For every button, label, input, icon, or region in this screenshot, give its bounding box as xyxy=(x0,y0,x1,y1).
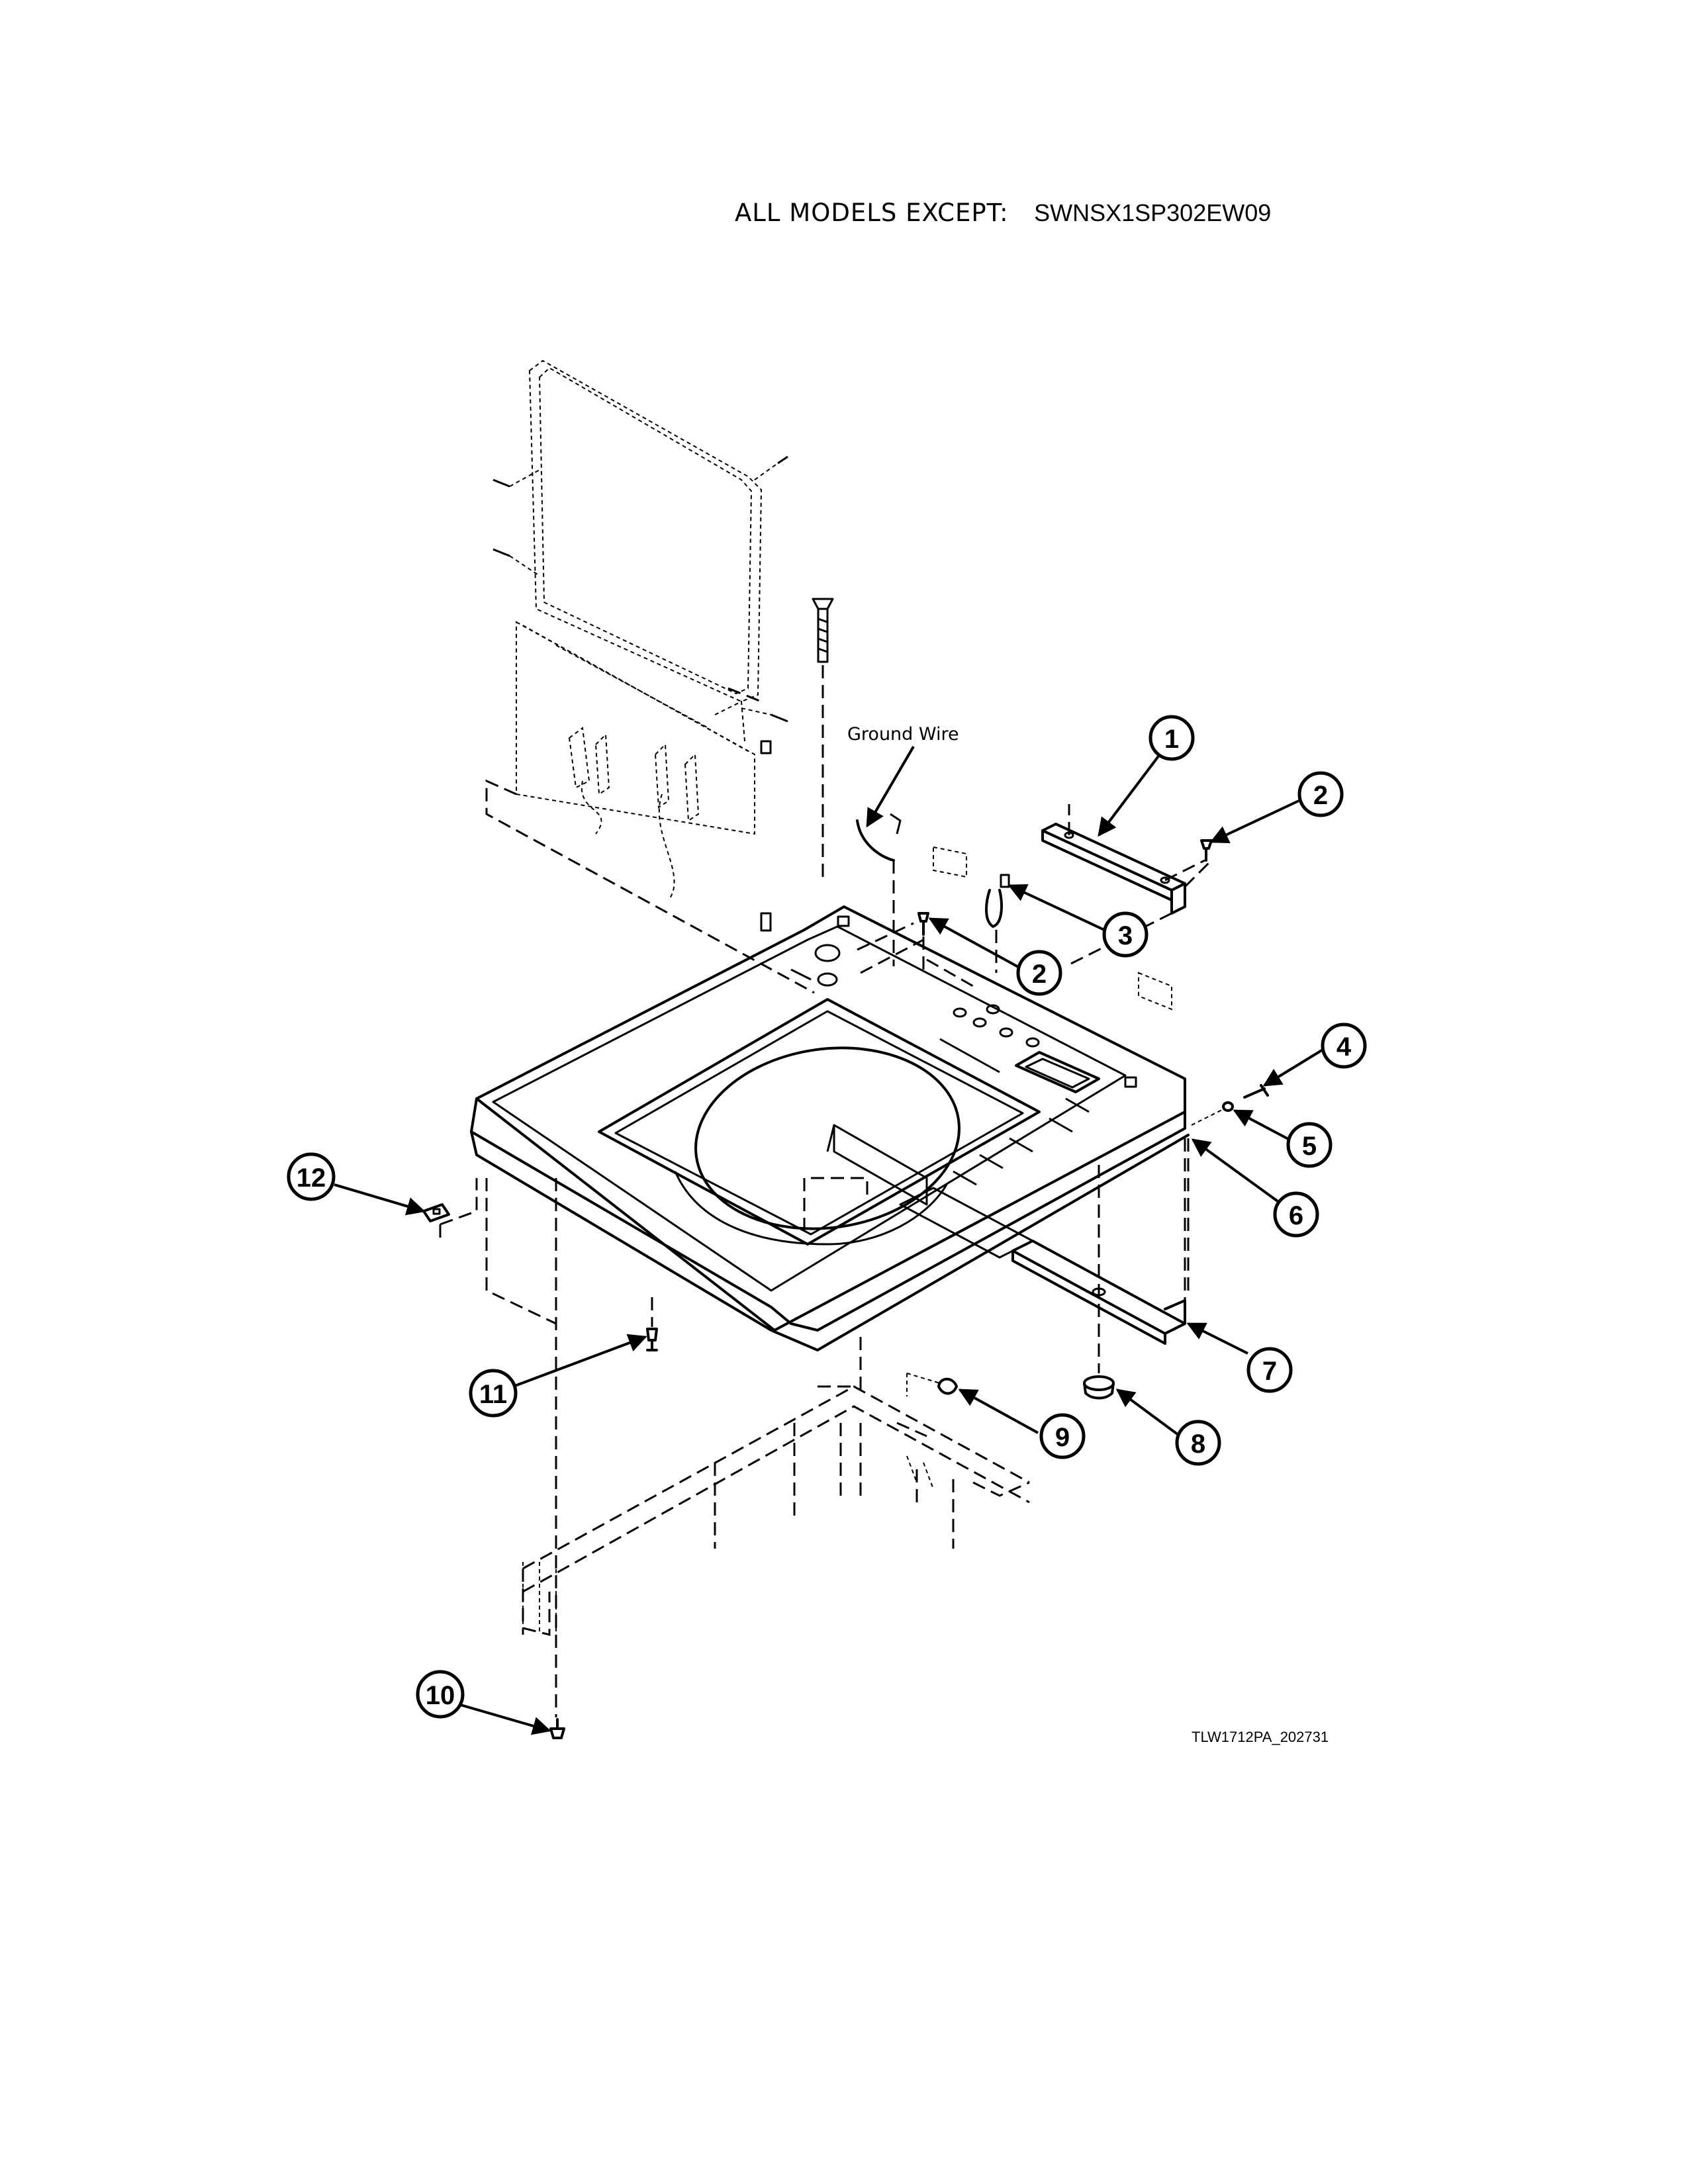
callout-2-lower: 2 xyxy=(928,917,1062,996)
locator-outlines xyxy=(857,846,1172,1011)
ground-wire xyxy=(856,813,902,966)
svg-text:6: 6 xyxy=(1289,1201,1303,1230)
page-header: ALL MODELS EXCEPT: SWNSX1SP302EW09 xyxy=(735,199,1271,227)
console-backsplash xyxy=(485,359,815,994)
part-3-wire-clip xyxy=(985,874,1010,973)
ground-wire-label: Ground Wire xyxy=(847,724,959,745)
part-5-washer xyxy=(1191,1101,1234,1126)
callout-12: 12 xyxy=(287,1152,426,1216)
svg-text:9: 9 xyxy=(1055,1423,1070,1452)
svg-text:4: 4 xyxy=(1336,1032,1352,1062)
svg-text:11: 11 xyxy=(479,1380,507,1409)
part-2-screw-lower xyxy=(917,912,929,973)
callout-8: 8 xyxy=(1115,1388,1221,1466)
alignment-guides xyxy=(485,1138,1190,1396)
part-2-screw-upper xyxy=(1200,839,1213,862)
top-screw xyxy=(812,598,834,880)
svg-text:1: 1 xyxy=(1164,725,1179,754)
svg-text:8: 8 xyxy=(1191,1430,1205,1459)
callout-1: 1 xyxy=(1098,715,1195,837)
svg-text:5: 5 xyxy=(1302,1132,1317,1161)
svg-text:12: 12 xyxy=(297,1163,326,1193)
callout-6: 6 xyxy=(1191,1138,1319,1238)
washer-top-panel xyxy=(470,905,1190,1351)
callout-2-upper: 2 xyxy=(1209,771,1344,843)
svg-text:7: 7 xyxy=(1262,1357,1277,1386)
svg-text:3: 3 xyxy=(1118,921,1133,950)
callout-7: 7 xyxy=(1186,1322,1293,1393)
part-11-push-pin xyxy=(646,1297,658,1351)
part-10-screw xyxy=(549,1178,565,1739)
callout-4: 4 xyxy=(1262,1023,1367,1087)
part-1-bracket xyxy=(1041,804,1213,968)
part-12-clip xyxy=(422,1178,478,1244)
part-9-clamp xyxy=(906,1373,958,1396)
part-4-screw xyxy=(1243,1084,1269,1099)
svg-text:2: 2 xyxy=(1032,960,1047,989)
diagram-reference-id: TLW1712PA_202731 xyxy=(1192,1729,1329,1745)
svg-text:10: 10 xyxy=(426,1681,455,1710)
header-label: ALL MODELS EXCEPT: xyxy=(735,199,1009,227)
callout-3: 3 xyxy=(1008,884,1149,958)
part-8-foot xyxy=(1083,1165,1115,1400)
callout-9: 9 xyxy=(958,1388,1086,1459)
callout-10: 10 xyxy=(416,1670,551,1735)
header-model-number: SWNSX1SP302EW09 xyxy=(1034,199,1272,226)
lower-cabinet xyxy=(522,1385,1030,1636)
callout-5: 5 xyxy=(1233,1109,1333,1168)
ground-wire-annotation: Ground Wire xyxy=(847,724,959,828)
callout-11: 11 xyxy=(469,1334,647,1418)
svg-text:2: 2 xyxy=(1313,781,1328,810)
